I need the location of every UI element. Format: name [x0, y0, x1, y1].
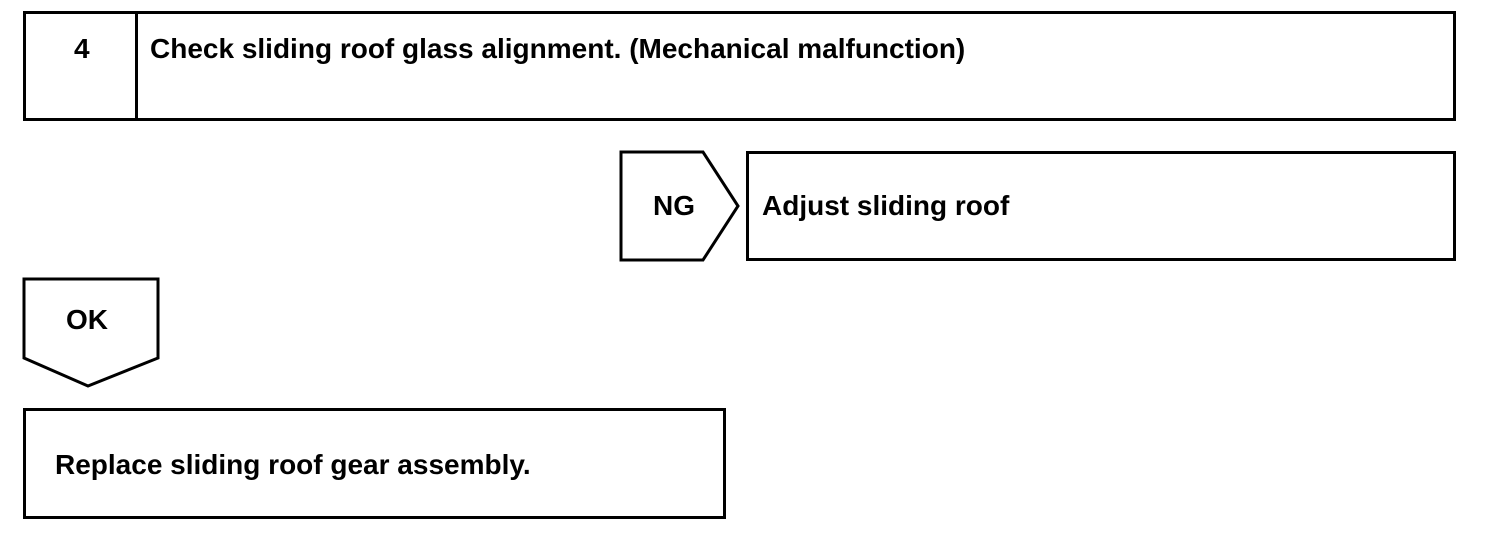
step-divider: [135, 11, 138, 121]
ok-result-box: [23, 408, 726, 519]
ng-result-text: Adjust sliding roof: [762, 190, 1010, 221]
step-title: Check sliding roof glass alignment. (Mec…: [150, 33, 966, 64]
ng-result-box: [746, 151, 1456, 261]
ok-result-text: Replace sliding roof gear assembly.: [55, 449, 531, 480]
ng-label: NG: [653, 190, 695, 221]
ok-arrow-shape: [22, 277, 160, 388]
step-number: 4: [74, 33, 90, 64]
ng-arrow-shape: [619, 150, 740, 262]
ok-label: OK: [66, 304, 108, 335]
step-box: [23, 11, 1456, 121]
